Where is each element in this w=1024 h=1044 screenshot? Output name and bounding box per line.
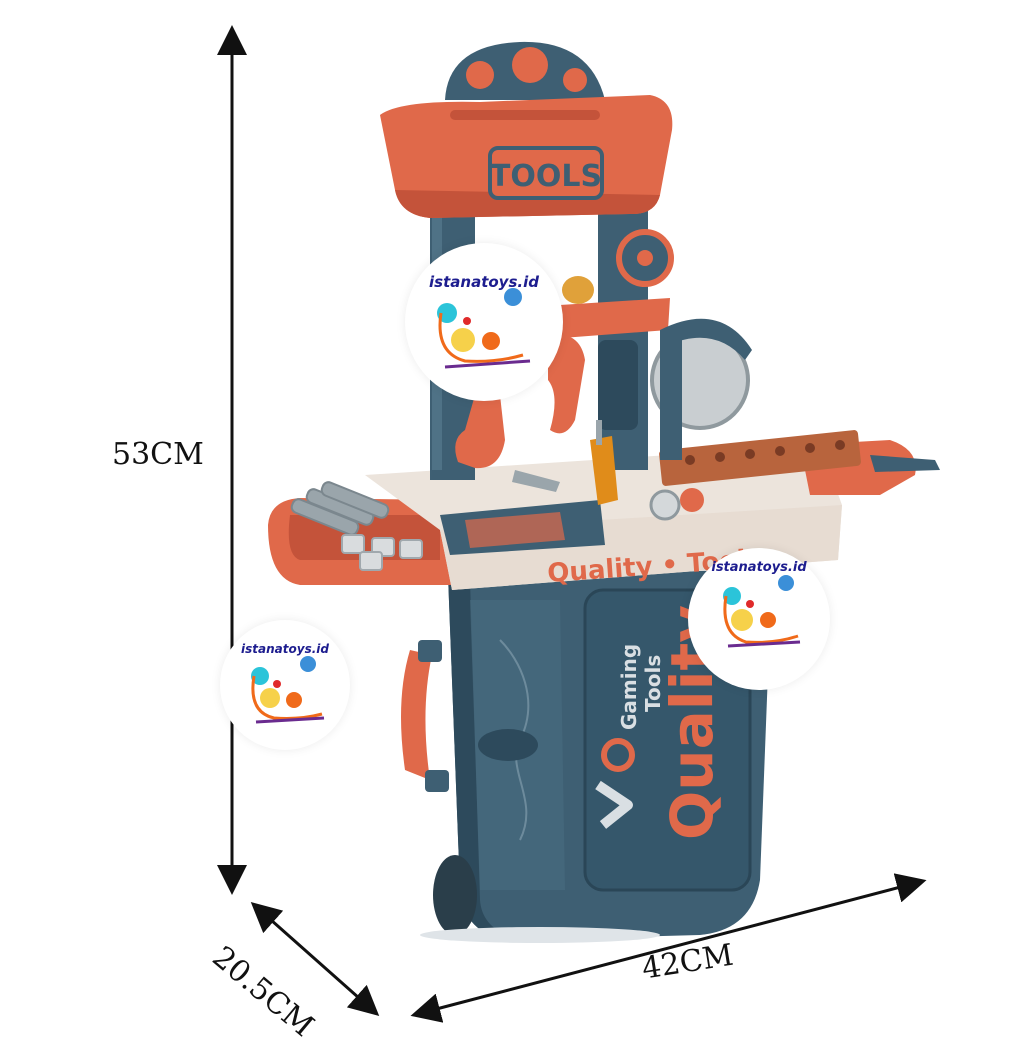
depth-arrow [250, 902, 380, 1016]
carry-handle [401, 640, 449, 792]
counter: Quality • Tools [365, 445, 842, 590]
watermark-text: istanatoys.id [429, 273, 539, 291]
watermark-logo: istanatoys.id [688, 548, 830, 690]
canopy: TOOLS [380, 41, 673, 218]
globe-icon [778, 575, 794, 591]
left-tray [268, 481, 460, 585]
watermark-logo: istanatoys.id [405, 243, 563, 401]
watermark-text: istanatoys.id [241, 642, 329, 656]
width-arrow [410, 873, 927, 1023]
globe-icon [300, 656, 316, 672]
canopy-label: TOOLS [490, 159, 602, 194]
gear-logo-icon [595, 738, 635, 829]
watermark-logo: istanatoys.id [220, 620, 350, 750]
globe-icon [504, 288, 522, 306]
watermark-graphic [723, 575, 801, 648]
watermark-graphic [251, 656, 325, 724]
watermark-text: istanatoys.id [711, 560, 807, 575]
height-label: 53CM [112, 437, 204, 472]
case-brand-line2: Tools [641, 655, 665, 712]
watermark-graphic [437, 288, 531, 369]
case-brand-line1: Gaming [617, 644, 641, 730]
right-tray [659, 430, 940, 495]
